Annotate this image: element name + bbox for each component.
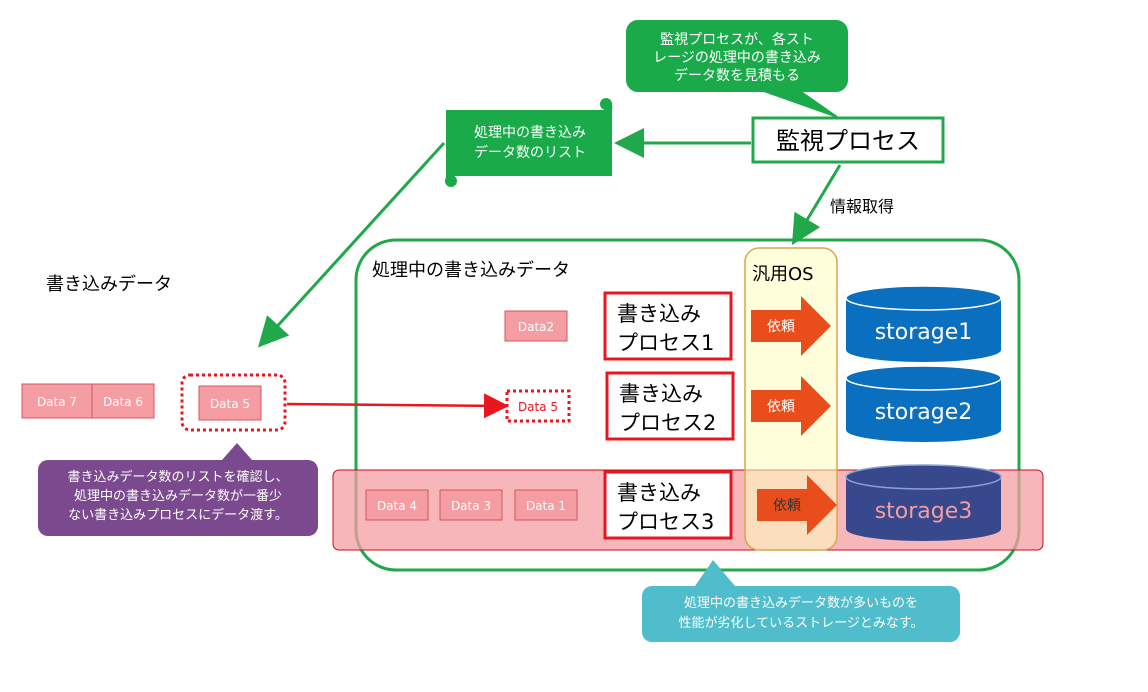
request-label: 依頼 [773, 498, 801, 514]
request-label: 依頼 [767, 319, 795, 335]
data-item [439, 489, 503, 521]
degraded-note-line: 処理中の書き込みデータ数が多いものを [684, 595, 918, 611]
arrow-list-to-pending [257, 141, 446, 348]
pending-item: Data 5 [198, 385, 262, 421]
storage-cylinder [846, 298, 1001, 362]
data-item-label: Data2 [518, 320, 554, 334]
storage-cylinder [846, 378, 1001, 443]
storage-cylinder-top [845, 365, 1002, 391]
data-item-label: Data 4 [377, 499, 417, 513]
monitor-process-box [751, 116, 945, 164]
data-item-label: Data 5 [518, 400, 558, 414]
svg-text:Data 5: Data 5 [210, 397, 250, 411]
storage-cylinder-top [845, 285, 1002, 311]
queue-item: Data 6 [91, 383, 155, 419]
dispatch-note-line: 書き込みデータ数のリストを確認し、 [67, 469, 288, 485]
arrow-pending-to-process2 [286, 393, 509, 419]
dispatch-note-line: ない書き込みプロセスにデータ渡す。 [68, 507, 288, 523]
monitor-note-bubble: 監視プロセスが、各スト レージの処理中の書き込み データ数を見積もる [626, 20, 848, 120]
write-process-label: 書き込み [619, 382, 703, 406]
write-process-label: プロセス1 [617, 331, 714, 355]
data-item [365, 489, 429, 521]
queue-item: Data 7 [21, 383, 93, 419]
list-scroll-line: 処理中の書き込み [474, 125, 586, 141]
list-scroll: 処理中の書き込み データ数のリスト [445, 98, 613, 187]
write-process-label: プロセス2 [619, 411, 716, 435]
list-scroll-line: データ数のリスト [474, 144, 586, 161]
group-title: 処理中の書き込みデータ [372, 260, 570, 281]
storage-cylinder [846, 477, 1001, 541]
degraded-note-bubble: 処理中の書き込みデータ数が多いものを 性能が劣化しているストレージとみなす。 [642, 560, 960, 642]
data-item [504, 310, 568, 342]
request-arrow [757, 475, 837, 535]
data-item-label: Data 3 [451, 499, 491, 513]
data-item [505, 389, 571, 423]
write-process-label: 書き込み [617, 302, 701, 326]
write-process-box [603, 470, 733, 540]
write-process-label: 書き込み [617, 481, 701, 505]
arrow-info-fetch [791, 164, 842, 246]
dispatch-note-line: 処理中の書き込みデータ数が一番少 [74, 488, 282, 504]
svg-text:Data 7: Data 7 [37, 395, 77, 409]
left-title: 書き込みデータ [46, 274, 172, 295]
request-arrow [751, 376, 831, 436]
monitor-note-line: レージの処理中の書き込み [653, 50, 821, 66]
svg-text:Data 6: Data 6 [103, 395, 143, 409]
data-item-label: Data 1 [526, 499, 566, 513]
os-label: 汎用OS [752, 264, 814, 285]
dispatch-note-bubble: 書き込みデータ数のリストを確認し、 処理中の書き込みデータ数が一番少 ない書き込… [38, 443, 318, 536]
request-arrow [751, 296, 831, 356]
storage-label: storage1 [875, 320, 973, 345]
storage-cylinder-top [845, 464, 1002, 490]
pending-frame [180, 373, 287, 432]
write-process-box [605, 371, 735, 441]
write-process-label: プロセス3 [617, 510, 714, 534]
request-label: 依頼 [767, 399, 795, 415]
storage-label: storage2 [875, 400, 973, 425]
monitor-process-label: 監視プロセス [776, 127, 920, 155]
monitor-note-line: 監視プロセスが、各スト [660, 31, 814, 48]
write-process-box [603, 291, 733, 361]
info-fetch-label: 情報取得 [830, 197, 894, 216]
data-item [514, 489, 578, 521]
storage-label: storage3 [875, 499, 973, 524]
degraded-note-line: 性能が劣化しているストレージとみなす。 [678, 616, 923, 631]
monitor-note-line: データ数を見積もる [674, 67, 800, 84]
